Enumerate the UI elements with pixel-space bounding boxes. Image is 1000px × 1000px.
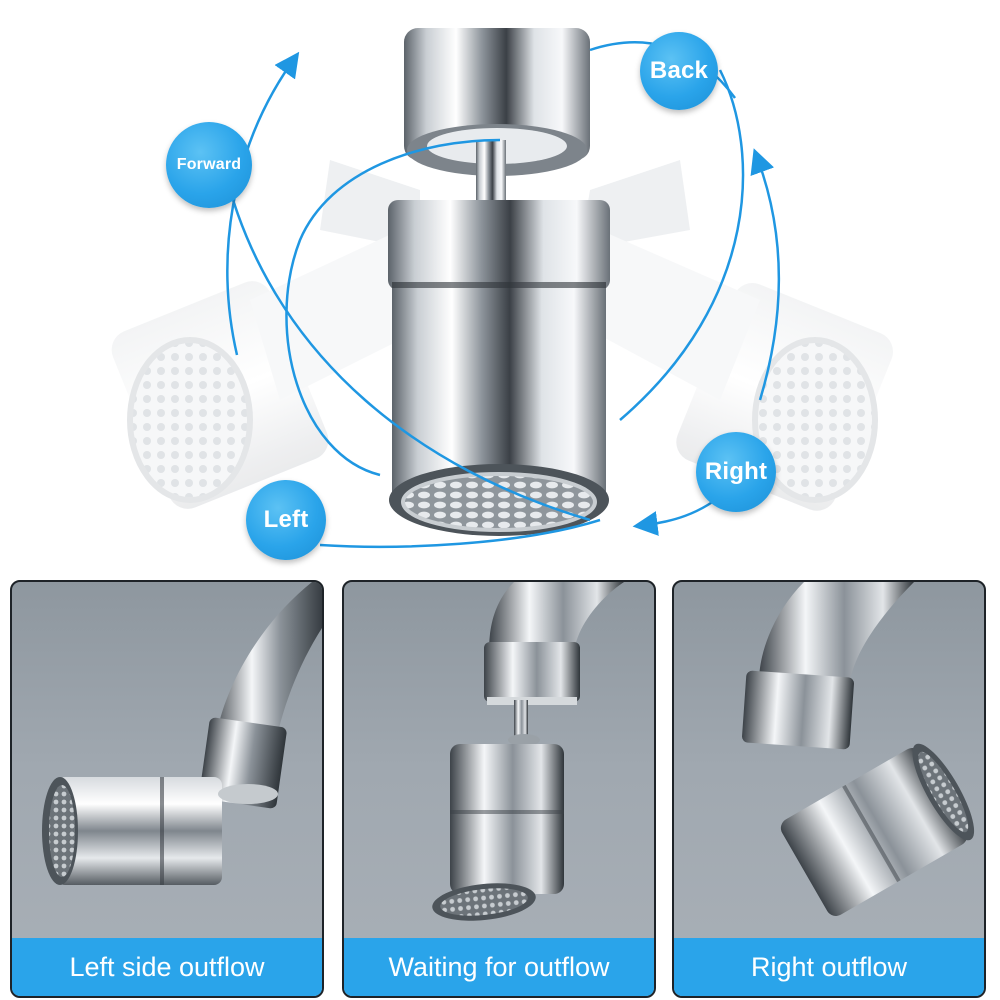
swivel-aerator: [388, 28, 610, 536]
back-label: Back: [640, 32, 718, 110]
panel-left-side-outflow: Left side outflow: [10, 580, 324, 998]
panel-waiting-for-outflow: Waiting for outflow: [342, 580, 656, 998]
ghost-aerator-left: [111, 160, 420, 509]
forward-label: Forward: [166, 122, 252, 208]
panel-caption: Waiting for outflow: [344, 938, 654, 996]
right-label: Right: [696, 432, 776, 512]
left-label: Left: [246, 480, 326, 560]
panel-caption: Right outflow: [674, 938, 984, 996]
rotation-diagram: Back Forward Left Right: [111, 28, 893, 560]
faucet-aerator-icon: [432, 582, 624, 921]
faucet-aerator-icon: [742, 582, 975, 916]
panel-caption: Left side outflow: [12, 938, 322, 996]
panel-right-outflow: Right outflow: [672, 580, 986, 998]
faucet-aerator-icon: [42, 582, 322, 885]
rotation-diagram-graphic: [111, 28, 893, 548]
